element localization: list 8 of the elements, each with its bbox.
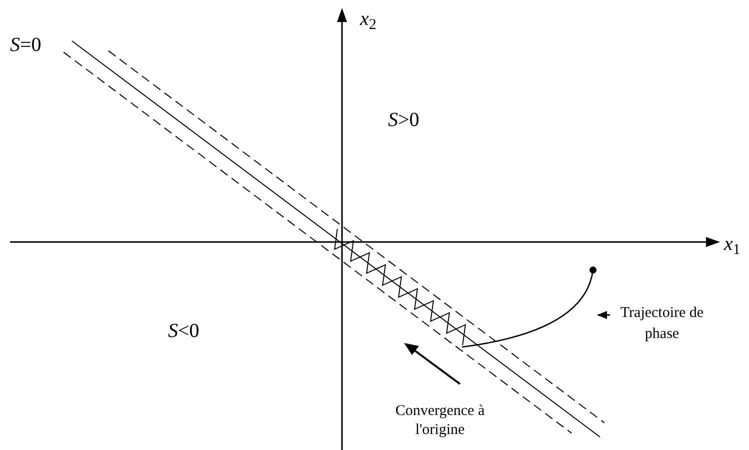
region-label: S>0 [388, 108, 420, 133]
axis-label: x$_{1}$ [724, 232, 740, 259]
surface-label: S=0 [10, 33, 42, 58]
note-text: Convergence à l'origine [394, 402, 486, 440]
arrow [597, 311, 610, 319]
node-text: Trajectoire de phase [619, 304, 705, 344]
region-label: S<0 [168, 319, 200, 344]
axis-label: x$_{2}$ [360, 7, 376, 34]
